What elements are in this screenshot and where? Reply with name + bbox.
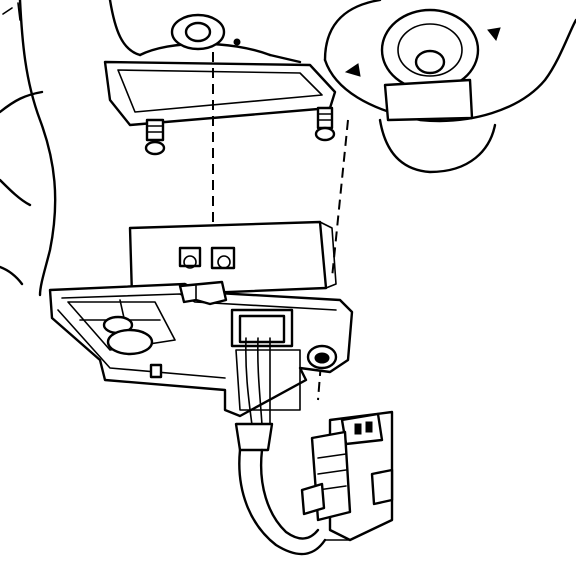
mounting-bracket (103, 42, 337, 127)
resistor-assembly (128, 220, 337, 298)
stud-left (144, 118, 166, 156)
dash-panel-outline (0, 0, 142, 297)
bracket-bolt (170, 13, 241, 51)
fan-housing (323, 0, 576, 174)
resistor-mounting-plate (48, 280, 354, 418)
electrical-connector (300, 410, 394, 542)
wiring-harness (234, 337, 327, 556)
stud-right (314, 106, 336, 142)
